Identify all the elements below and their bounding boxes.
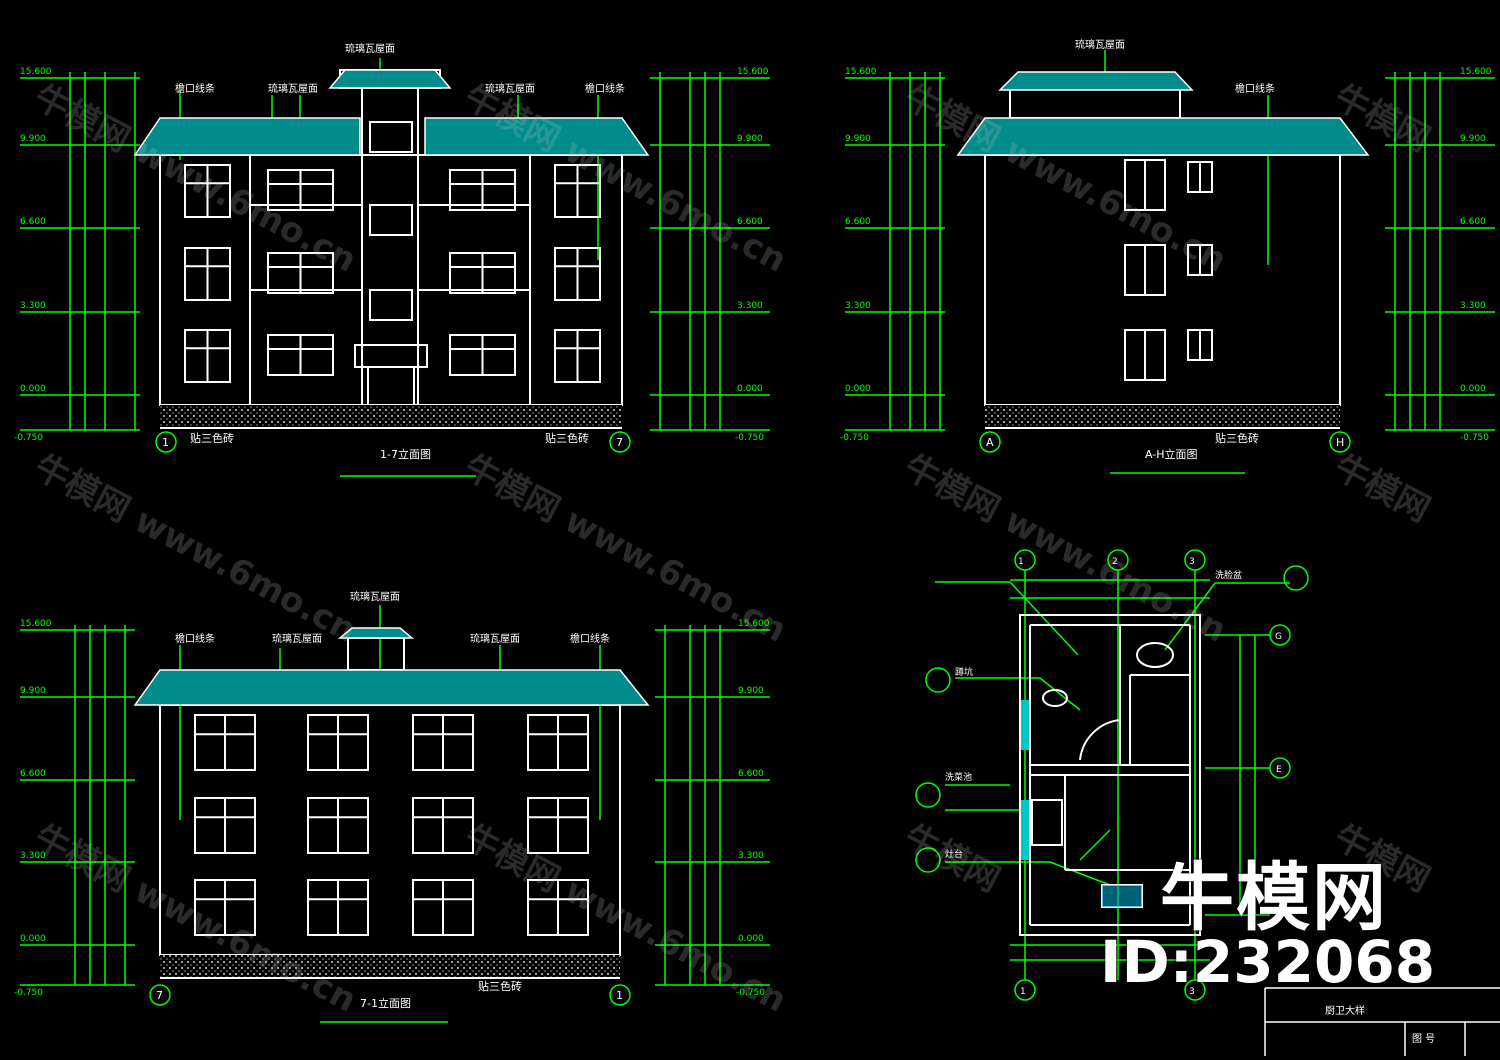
svg-text:15.600: 15.600 [738, 619, 770, 629]
svg-text:洗脸盆: 洗脸盆 [1215, 569, 1242, 581]
svg-text:7: 7 [156, 989, 163, 1002]
svg-text:6.600: 6.600 [20, 217, 46, 227]
svg-text:7-1立面图: 7-1立面图 [360, 996, 411, 1010]
svg-text:E: E [1276, 765, 1282, 775]
svg-text:贴三色砖: 贴三色砖 [1215, 431, 1259, 445]
svg-text:0.000: 0.000 [20, 384, 46, 394]
svg-text:1: 1 [162, 436, 169, 449]
svg-text:3.300: 3.300 [1460, 301, 1486, 311]
svg-text:0.000: 0.000 [20, 934, 46, 944]
svg-text:蹲坑: 蹲坑 [955, 666, 973, 678]
svg-text:洗菜池: 洗菜池 [945, 771, 972, 783]
svg-text:0.000: 0.000 [738, 934, 764, 944]
svg-text:3.300: 3.300 [20, 301, 46, 311]
svg-text:贴三色砖: 贴三色砖 [478, 979, 522, 993]
svg-text:6.600: 6.600 [738, 769, 764, 779]
svg-text:3.300: 3.300 [737, 301, 763, 311]
svg-text:-0.750: -0.750 [14, 433, 43, 443]
svg-text:9.900: 9.900 [1460, 134, 1486, 144]
svg-text:15.600: 15.600 [20, 67, 52, 77]
svg-text:3: 3 [1189, 557, 1195, 567]
svg-text:檐口线条: 檐口线条 [175, 82, 215, 95]
svg-text:G: G [1275, 632, 1282, 642]
svg-text:1: 1 [616, 989, 623, 1002]
svg-text:9.900: 9.900 [845, 134, 871, 144]
svg-text:-0.750: -0.750 [14, 988, 43, 998]
svg-text:9.900: 9.900 [20, 134, 46, 144]
svg-text:9.900: 9.900 [737, 134, 763, 144]
svg-text:H: H [1336, 436, 1344, 449]
svg-text:A: A [986, 436, 994, 449]
svg-text:6.600: 6.600 [20, 769, 46, 779]
svg-text:檐口线条: 檐口线条 [1235, 82, 1275, 95]
svg-text:檐口线条: 檐口线条 [585, 82, 625, 95]
svg-text:3.300: 3.300 [20, 851, 46, 861]
brand-watermark: 牛模网 [1160, 855, 1388, 941]
elevation-1-7: 15.600 9.900 6.600 3.300 0.000 -0.750 15.600 9… [14, 42, 770, 477]
svg-text:15.600: 15.600 [20, 619, 52, 629]
svg-text:6.600: 6.600 [845, 217, 871, 227]
svg-text:贴三色砖: 贴三色砖 [190, 431, 234, 445]
svg-text:琉璃瓦屋面: 琉璃瓦屋面 [1075, 38, 1125, 51]
svg-text:琉璃瓦屋面: 琉璃瓦屋面 [272, 632, 322, 645]
svg-text:3.300: 3.300 [738, 851, 764, 861]
svg-text:3.300: 3.300 [845, 301, 871, 311]
svg-text:6.600: 6.600 [737, 217, 763, 227]
svg-text:0.000: 0.000 [1460, 384, 1486, 394]
svg-text:15.600: 15.600 [737, 67, 769, 77]
svg-text:檐口线条: 檐口线条 [570, 632, 610, 645]
brand-id-watermark: ID:232068 [1100, 928, 1436, 996]
svg-text:9.900: 9.900 [20, 686, 46, 696]
svg-text:琉璃瓦屋面: 琉璃瓦屋面 [268, 82, 318, 95]
svg-text:7: 7 [616, 436, 623, 449]
svg-text:15.600: 15.600 [1460, 67, 1492, 77]
svg-text:1-7立面图: 1-7立面图 [380, 447, 431, 461]
svg-text:檐口线条: 檐口线条 [175, 632, 215, 645]
svg-text:1: 1 [1020, 987, 1026, 997]
svg-text:琉璃瓦屋面: 琉璃瓦屋面 [470, 632, 520, 645]
elevation-7-1: 15.600 9.900 6.600 3.300 0.000 -0.750 15.600 9… [14, 590, 770, 1023]
svg-text:-0.750: -0.750 [840, 433, 869, 443]
svg-text:0.000: 0.000 [845, 384, 871, 394]
svg-text:-0.750: -0.750 [736, 988, 765, 998]
svg-text:灶台: 灶台 [945, 848, 963, 860]
svg-text:6.600: 6.600 [1460, 217, 1486, 227]
svg-text:15.600: 15.600 [845, 67, 877, 77]
svg-text:-0.750: -0.750 [1460, 433, 1489, 443]
svg-text:3: 3 [1189, 987, 1195, 997]
svg-text:-0.750: -0.750 [735, 433, 764, 443]
svg-text:图 号: 图 号 [1412, 1033, 1435, 1045]
svg-text:贴三色砖: 贴三色砖 [545, 431, 589, 445]
svg-text:0.000: 0.000 [737, 384, 763, 394]
svg-text:2: 2 [1112, 557, 1118, 567]
svg-text:厨卫大样: 厨卫大样 [1325, 1004, 1365, 1017]
svg-text:A-H立面图: A-H立面图 [1145, 447, 1198, 461]
svg-text:1: 1 [1018, 557, 1024, 567]
svg-text:琉璃瓦屋面: 琉璃瓦屋面 [485, 82, 535, 95]
svg-text:9.900: 9.900 [738, 686, 764, 696]
svg-text:琉璃瓦屋面: 琉璃瓦屋面 [345, 42, 395, 55]
elevation-a-h: 15.600 9.900 6.600 3.300 0.000 -0.750 15.600 9… [840, 38, 1495, 474]
svg-text:琉璃瓦屋面: 琉璃瓦屋面 [350, 590, 400, 603]
